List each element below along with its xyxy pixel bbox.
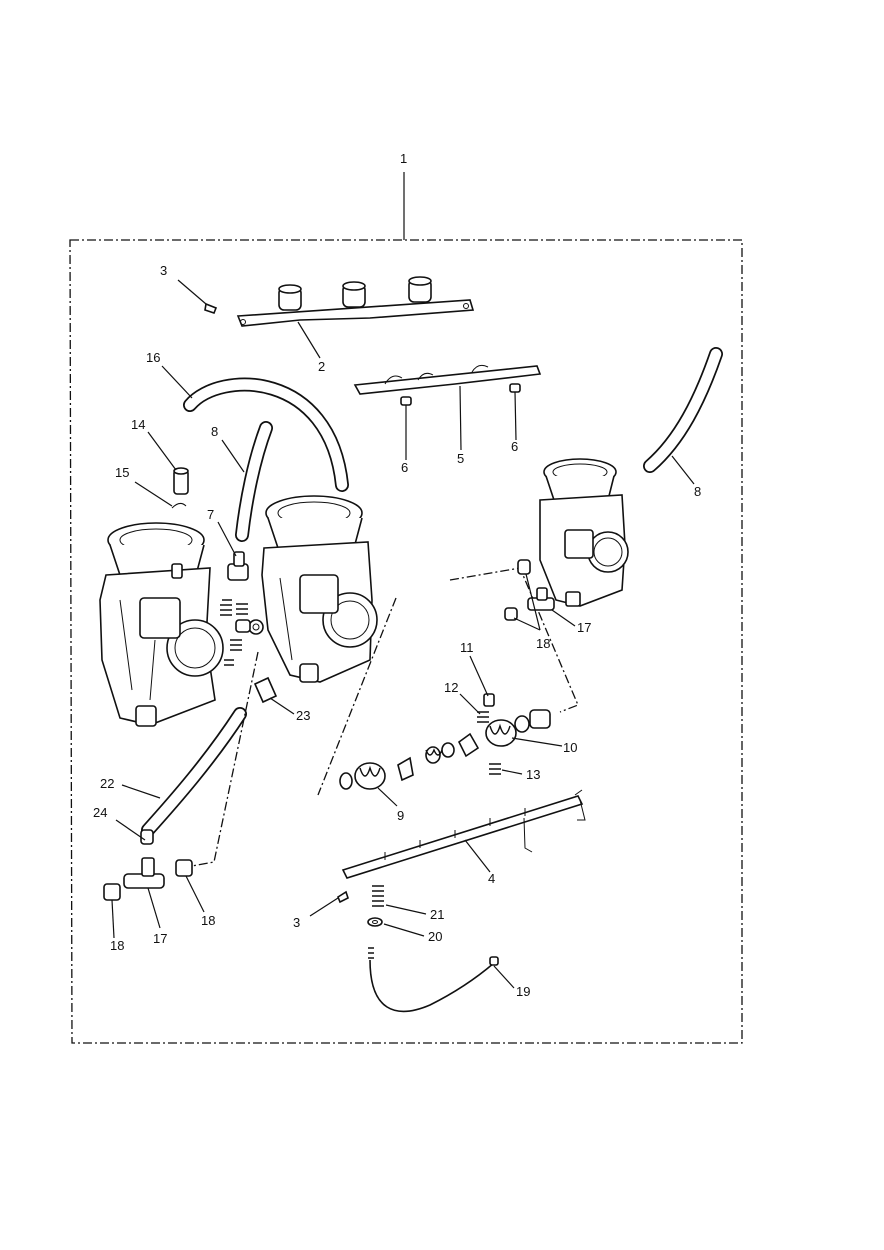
callout-23: 23 <box>296 708 310 723</box>
hose-22 <box>141 707 247 837</box>
callout-22: 22 <box>100 776 114 791</box>
screw-lower-part <box>337 890 349 904</box>
callout-6: 6 <box>401 460 408 475</box>
callout-19: 19 <box>516 984 530 999</box>
top-bracket-part <box>236 276 475 327</box>
callout-12: 12 <box>444 680 458 695</box>
callout-18: 18 <box>536 636 550 651</box>
cap-23-part <box>253 676 278 704</box>
lower-bracket-part <box>353 364 542 395</box>
callout-15: 15 <box>115 465 129 480</box>
callout-7: 7 <box>207 507 214 522</box>
carburettor-right <box>539 458 629 607</box>
assembly-boundary <box>69 172 743 1044</box>
callout-18: 18 <box>110 938 124 953</box>
callout-5: 5 <box>457 451 464 466</box>
callout-8: 8 <box>211 424 218 439</box>
hose-8-right <box>643 347 723 473</box>
cap-part <box>173 467 189 495</box>
callout-14: 14 <box>131 417 145 432</box>
callout-4: 4 <box>488 871 495 886</box>
fitting-springs <box>220 599 264 666</box>
callout-17: 17 <box>153 931 167 946</box>
washer-20-part <box>367 917 383 927</box>
hose-16 <box>183 377 349 492</box>
screw-part <box>204 302 218 314</box>
spring-21-part <box>372 885 384 907</box>
leader-lines <box>111 279 695 989</box>
callout-8: 8 <box>694 484 701 499</box>
callout-18: 18 <box>201 913 215 928</box>
callout-13: 13 <box>526 767 540 782</box>
callout-11: 11 <box>460 640 474 655</box>
callout-20: 20 <box>428 929 442 944</box>
carburettor-middle <box>261 495 378 683</box>
tee-piece-left-part <box>103 829 193 901</box>
cable-19-part <box>368 947 499 1013</box>
callout-9: 9 <box>397 808 404 823</box>
tee-piece-right-part <box>504 559 555 621</box>
callout-3: 3 <box>160 263 167 278</box>
callout-21: 21 <box>430 907 444 922</box>
carburettor-left <box>99 522 224 727</box>
routing-lines <box>191 567 579 867</box>
callout-6: 6 <box>511 439 518 454</box>
elbow-fitting-part <box>227 551 249 581</box>
callout-2: 2 <box>318 359 325 374</box>
callout-labels: 1 3 2 16 5 6 6 8 8 14 15 7 17 18 11 12 1… <box>93 151 701 999</box>
throttle-shaft-part <box>341 789 586 879</box>
clip-part <box>171 502 187 509</box>
callout-3: 3 <box>293 915 300 930</box>
linkage-parts <box>339 693 551 790</box>
callout-24: 24 <box>93 805 107 820</box>
callout-16: 16 <box>146 350 160 365</box>
hose-8-left <box>235 421 273 542</box>
callout-10: 10 <box>563 740 577 755</box>
callout-17: 17 <box>577 620 591 635</box>
callout-1: 1 <box>400 151 407 166</box>
